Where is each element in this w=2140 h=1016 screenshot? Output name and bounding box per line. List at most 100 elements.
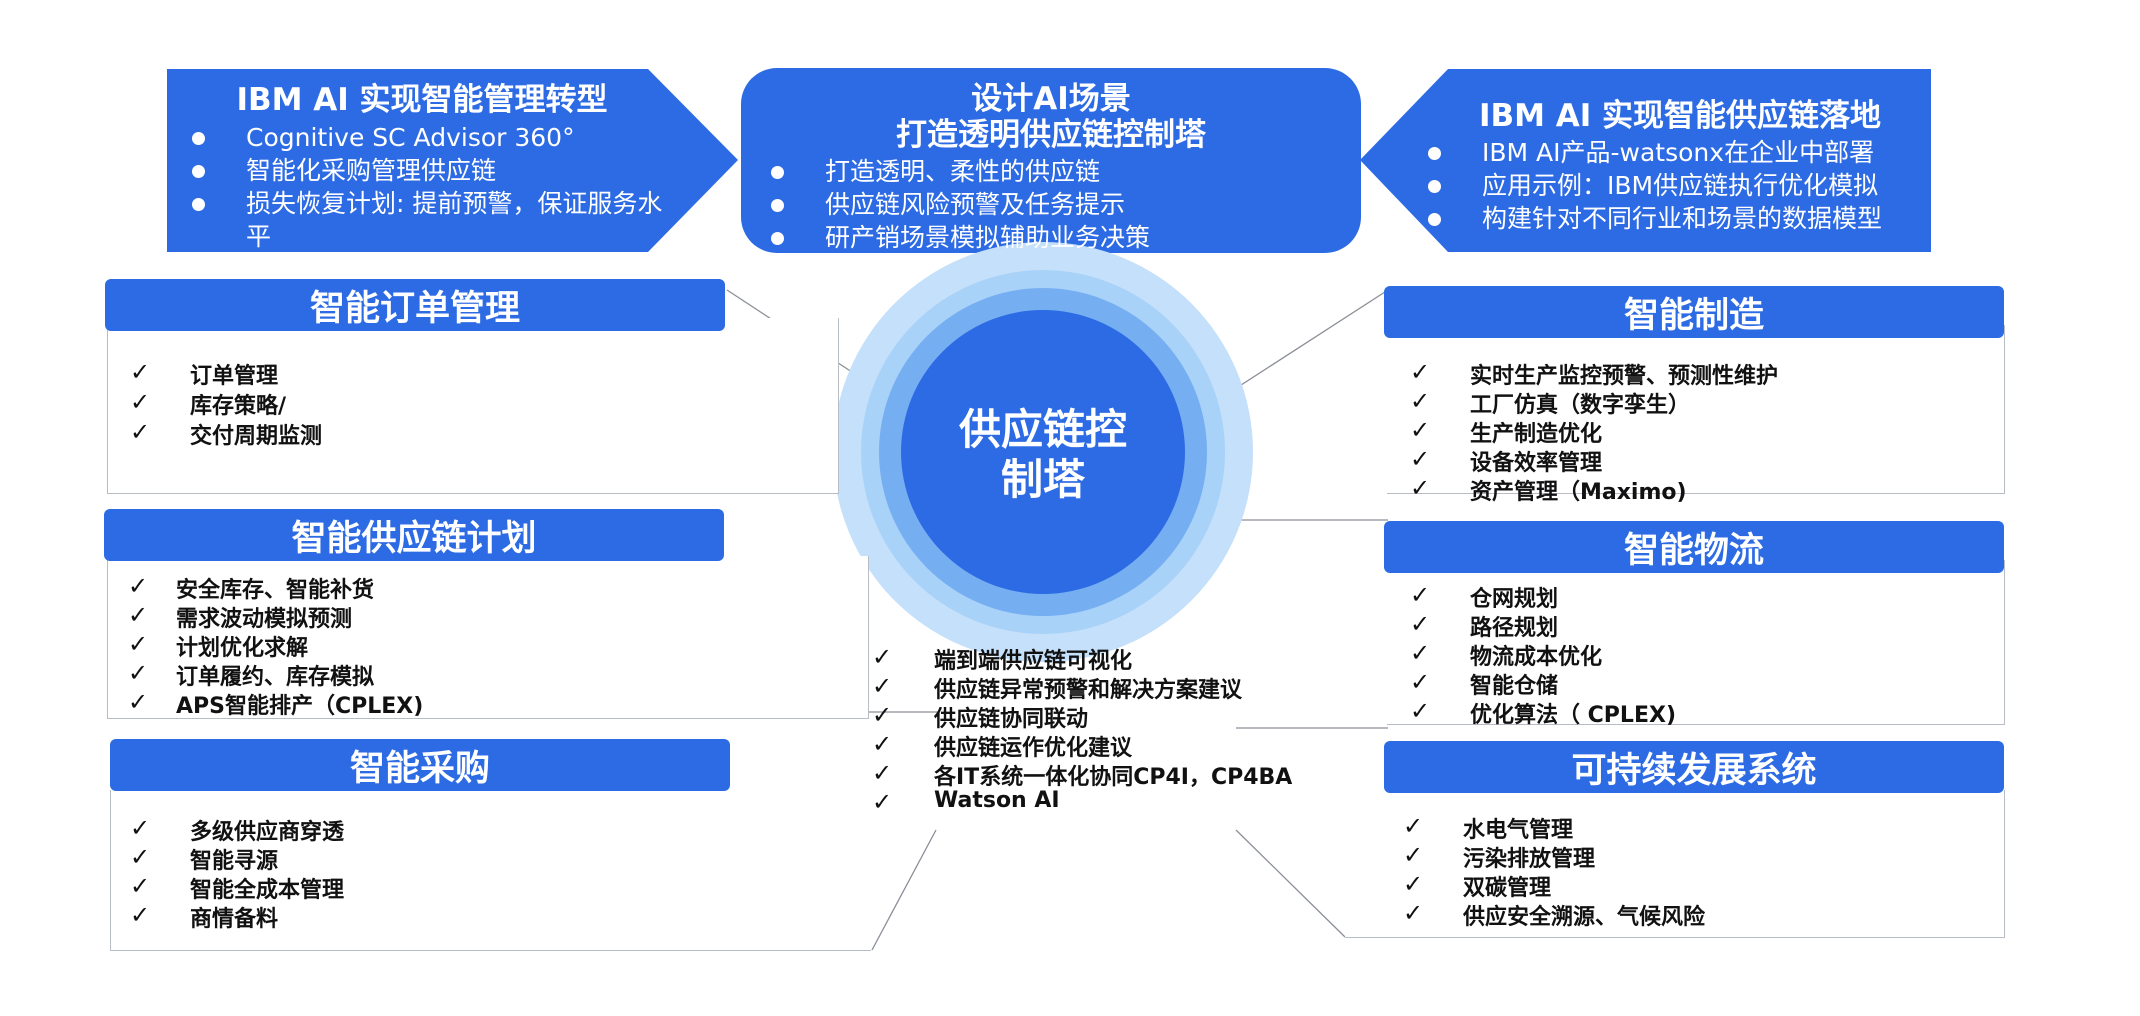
sustainability-list: ✓水电气管理 ✓污染排放管理 ✓双碳管理 ✓供应安全溯源、气候风险 [1403, 812, 1706, 930]
list-item: 构建针对不同行业和场景的数据模型 [1422, 202, 1942, 235]
list-item: ✓资产管理（Maximo) [1410, 474, 1687, 505]
control-tower-title-line1: 供应链控 [958, 405, 1127, 454]
list-item: ✓物流成本优化 [1410, 639, 1603, 670]
check-icon: ✓ [128, 572, 149, 600]
list-item: ✓供应链协同联动 [872, 701, 1089, 732]
list-item: ✓商情备料 [130, 901, 279, 932]
check-icon: ✓ [130, 418, 151, 446]
list-item: ✓污染排放管理 [1403, 841, 1596, 872]
list-item: ✓实时生产监控预警、预测性维护 [1410, 358, 1779, 389]
procurement-header: 智能采购 [110, 739, 730, 791]
manufacturing-box [1387, 325, 2005, 494]
check-icon: ✓ [872, 643, 893, 671]
control-tower-list: ✓端到端供应链可视化 ✓供应链异常预警和解决方案建议 ✓供应链协同联动 ✓供应链… [872, 643, 1292, 817]
check-icon: ✓ [1410, 697, 1431, 725]
list-item: ✓路径规划 [1410, 610, 1559, 641]
list-item: ✓仓网规划 [1410, 581, 1559, 612]
order-management-header: 智能订单管理 [105, 279, 725, 331]
sustainability-box [1345, 790, 2005, 938]
center-banner-title-line1: 设计AI场景 [971, 81, 1131, 117]
list-item: ✓计划优化求解 [128, 630, 309, 661]
right-banner-shape [1360, 69, 1931, 252]
logistics-box [1387, 560, 2005, 725]
list-item: ✓交付周期监测 [130, 418, 323, 449]
list-item: 智能化采购管理供应链 [186, 154, 666, 187]
check-icon: ✓ [872, 701, 893, 729]
logistics-header: 智能物流 [1384, 521, 2004, 573]
manufacturing-header: 智能制造 [1384, 286, 2004, 338]
right-banner-list: IBM AI产品-watsonx在企业中部署 应用示例：IBM供应链执行优化模拟… [1422, 136, 1942, 235]
list-item: ✓各IT系统一体化协同CP4I，CP4BA [872, 759, 1293, 790]
list-item: ✓Watson AI [872, 788, 1060, 816]
check-icon: ✓ [130, 358, 151, 386]
right-banner-title: IBM AI 实现智能供应链落地 [1478, 98, 1882, 134]
list-item: ✓智能寻源 [130, 843, 279, 874]
control-tower-title: 供应链控 制塔 [903, 405, 1183, 505]
list-item: IBM AI产品-watsonx在企业中部署 [1422, 136, 1942, 169]
check-icon: ✓ [1410, 358, 1431, 386]
check-icon: ✓ [1410, 668, 1431, 696]
check-icon: ✓ [1410, 416, 1431, 444]
manufacturing-list: ✓实时生产监控预警、预测性维护 ✓工厂仿真（数字孪生） ✓生产制造优化 ✓设备效… [1410, 358, 1779, 505]
check-icon: ✓ [130, 901, 151, 929]
check-icon: ✓ [872, 788, 893, 816]
list-item: ✓APS智能排产（CPLEX) [128, 688, 424, 719]
center-banner-shape [741, 68, 1361, 253]
check-icon: ✓ [128, 601, 149, 629]
list-item: ✓智能全成本管理 [130, 872, 345, 903]
check-icon: ✓ [128, 659, 149, 687]
check-icon: ✓ [130, 388, 151, 416]
check-icon: ✓ [1410, 445, 1431, 473]
list-item: ✓供应安全溯源、气候风险 [1403, 899, 1706, 930]
check-icon: ✓ [1410, 610, 1431, 638]
order-management-list: ✓订单管理 ✓库存策略/ ✓交付周期监测 [130, 358, 323, 449]
list-item: ✓设备效率管理 [1410, 445, 1603, 476]
left-banner-shape [167, 69, 738, 252]
list-item: ✓双碳管理 [1403, 870, 1552, 901]
list-item: ✓供应链运作优化建议 [872, 730, 1133, 761]
center-banner-list: 打造透明、柔性的供应链 供应链风险预警及任务提示 研产销场景模拟辅助业务决策 [765, 155, 1325, 254]
list-item: ✓供应链异常预警和解决方案建议 [872, 672, 1243, 703]
check-icon: ✓ [128, 630, 149, 658]
check-icon: ✓ [1403, 812, 1424, 840]
procurement-box [110, 790, 871, 951]
check-icon: ✓ [1403, 870, 1424, 898]
sustainability-header: 可持续发展系统 [1384, 741, 2004, 793]
check-icon: ✓ [130, 872, 151, 900]
list-item: 打造透明、柔性的供应链 [765, 155, 1325, 188]
planning-box [107, 556, 869, 719]
list-item: ✓需求波动模拟预测 [128, 601, 353, 632]
planning-list: ✓安全库存、智能补货 ✓需求波动模拟预测 ✓计划优化求解 ✓订单履约、库存模拟 … [128, 572, 424, 719]
check-icon: ✓ [1403, 899, 1424, 927]
logistics-list: ✓仓网规划 ✓路径规划 ✓物流成本优化 ✓智能仓储 ✓优化算法（ CPLEX) [1410, 581, 1676, 728]
list-item: ✓端到端供应链可视化 [872, 643, 1133, 674]
list-item: ✓生产制造优化 [1410, 416, 1603, 447]
left-banner-title: IBM AI 实现智能管理转型 [236, 82, 608, 118]
check-icon: ✓ [872, 730, 893, 758]
planning-header: 智能供应链计划 [104, 509, 724, 561]
order-management-box [107, 318, 839, 494]
list-item: ✓订单管理 [130, 358, 279, 389]
control-tower-title-line2: 制塔 [1000, 455, 1085, 504]
ring-core [901, 310, 1185, 594]
list-item: ✓安全库存、智能补货 [128, 572, 375, 603]
list-item: ✓优化算法（ CPLEX) [1410, 697, 1676, 728]
list-item: 研产销场景模拟辅助业务决策 [765, 221, 1325, 254]
check-icon: ✓ [1410, 581, 1431, 609]
check-icon: ✓ [128, 688, 149, 716]
check-icon: ✓ [1410, 474, 1431, 502]
list-item: ✓多级供应商穿透 [130, 814, 345, 845]
list-item: ✓水电气管理 [1403, 812, 1574, 843]
check-icon: ✓ [1410, 387, 1431, 415]
center-banner-title-line2: 打造透明供应链控制塔 [896, 117, 1206, 153]
list-item: Cognitive SC Advisor 360° [186, 121, 666, 154]
check-icon: ✓ [1410, 639, 1431, 667]
left-banner-list: Cognitive SC Advisor 360° 智能化采购管理供应链 损失恢… [186, 121, 666, 253]
check-icon: ✓ [130, 843, 151, 871]
list-item: 损失恢复计划: 提前预警，保证服务水平 [186, 187, 666, 253]
check-icon: ✓ [872, 759, 893, 787]
procurement-list: ✓多级供应商穿透 ✓智能寻源 ✓智能全成本管理 ✓商情备料 [130, 814, 345, 932]
list-item: ✓智能仓储 [1410, 668, 1559, 699]
check-icon: ✓ [130, 814, 151, 842]
